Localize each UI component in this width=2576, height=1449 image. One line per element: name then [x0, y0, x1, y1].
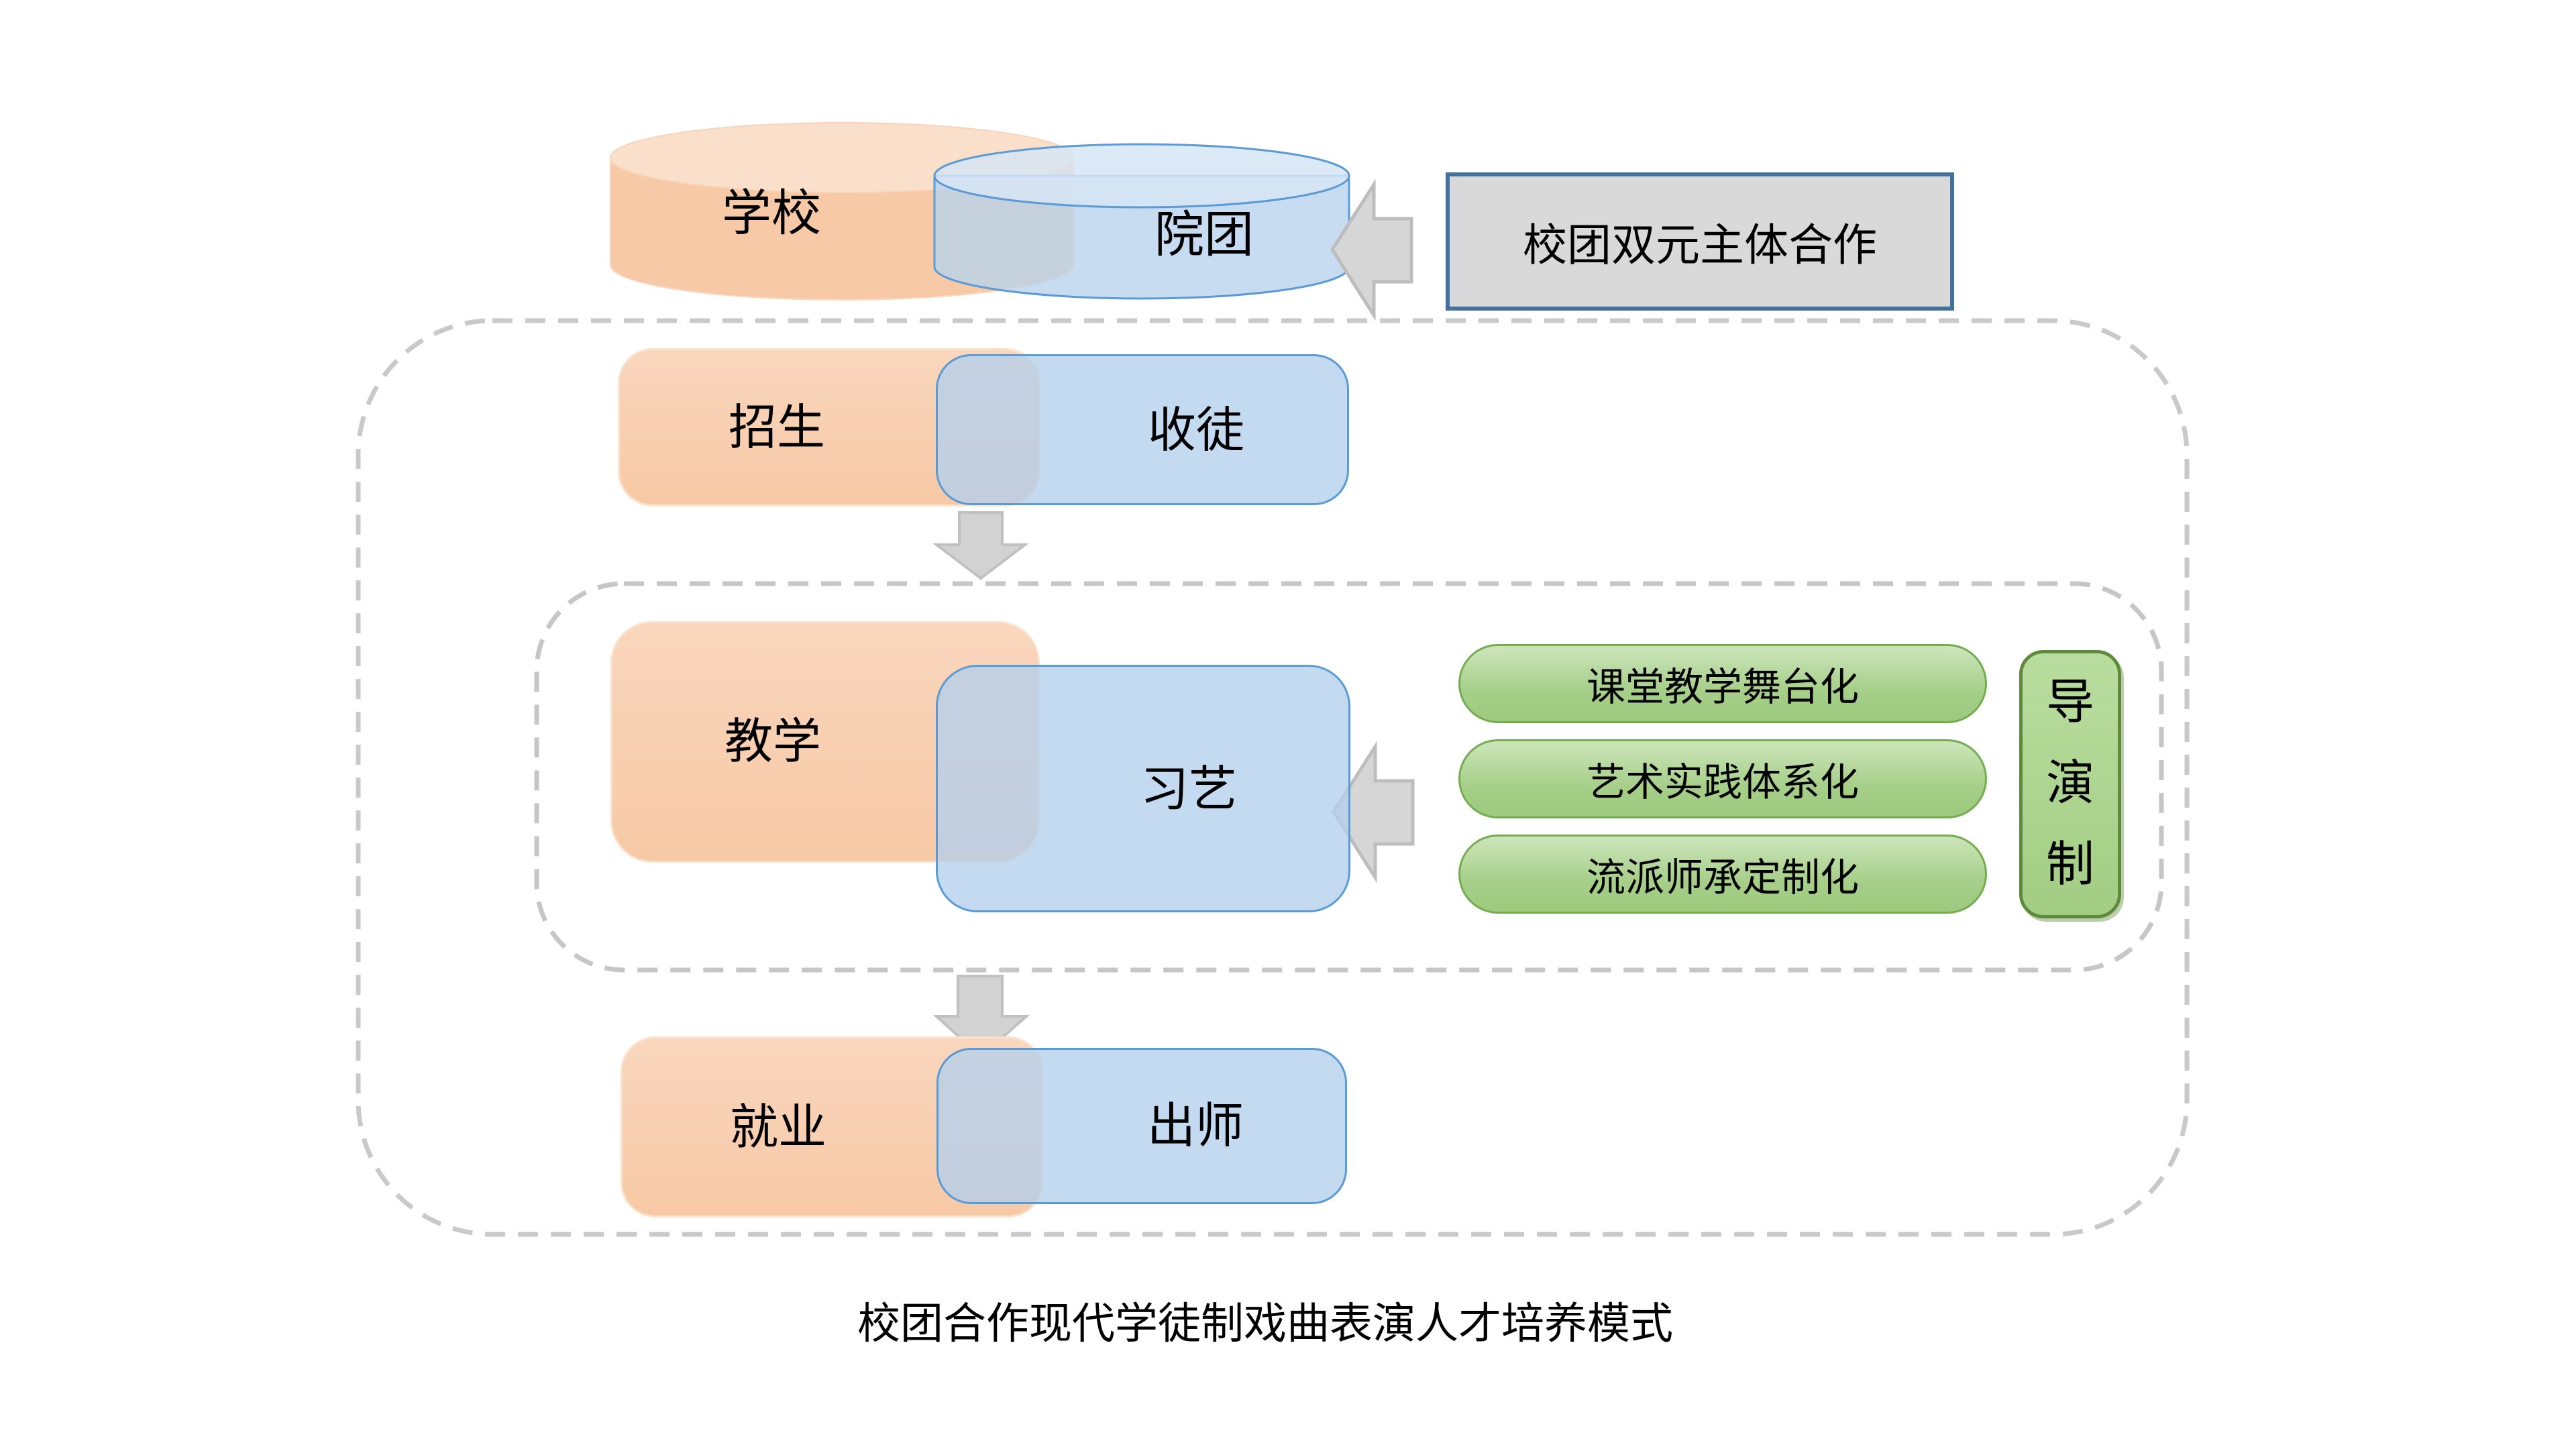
graduation-box	[936, 1048, 1347, 1204]
troupe-cylinder	[933, 143, 1350, 300]
apprentice-box	[936, 354, 1349, 505]
left-arrow-icon-top	[1330, 178, 1413, 321]
method-pill-2: 艺术实践体系化	[1458, 739, 1987, 818]
method-pill-3-label: 流派师承定制化	[1586, 855, 1859, 900]
enrollment-label: 招生	[728, 399, 826, 455]
method-pill-3: 流派师承定制化	[1458, 835, 1987, 914]
method-pill-1: 课堂教学舞台化	[1458, 644, 1987, 723]
teaching-label: 教学	[724, 713, 822, 769]
school-label: 学校	[722, 184, 821, 242]
director-system-label: 导演制	[2045, 674, 2094, 892]
left-arrow-icon-middle	[1332, 741, 1415, 883]
troupe-label: 院团	[1155, 206, 1254, 264]
down-arrow-icon-1	[932, 511, 1029, 580]
method-pill-2-label: 艺术实践体系化	[1586, 759, 1859, 805]
inner-dashed-frame	[534, 581, 2164, 973]
graduation-label: 出师	[1146, 1097, 1244, 1154]
method-pill-1-label: 课堂教学舞台化	[1586, 664, 1859, 710]
diagram-caption: 校团合作现代学徒制戏曲表演人才培养模式	[857, 1299, 1673, 1349]
cooperation-label: 校团双元主体合作	[1523, 219, 1877, 271]
practice-label: 习艺	[1140, 761, 1238, 817]
practice-box	[936, 665, 1350, 912]
cooperation-box: 校团双元主体合作	[1446, 172, 1954, 311]
apprentice-label: 收徒	[1147, 402, 1245, 458]
employment-label: 就业	[729, 1099, 827, 1155]
director-system-box: 导演制	[2019, 650, 2121, 918]
